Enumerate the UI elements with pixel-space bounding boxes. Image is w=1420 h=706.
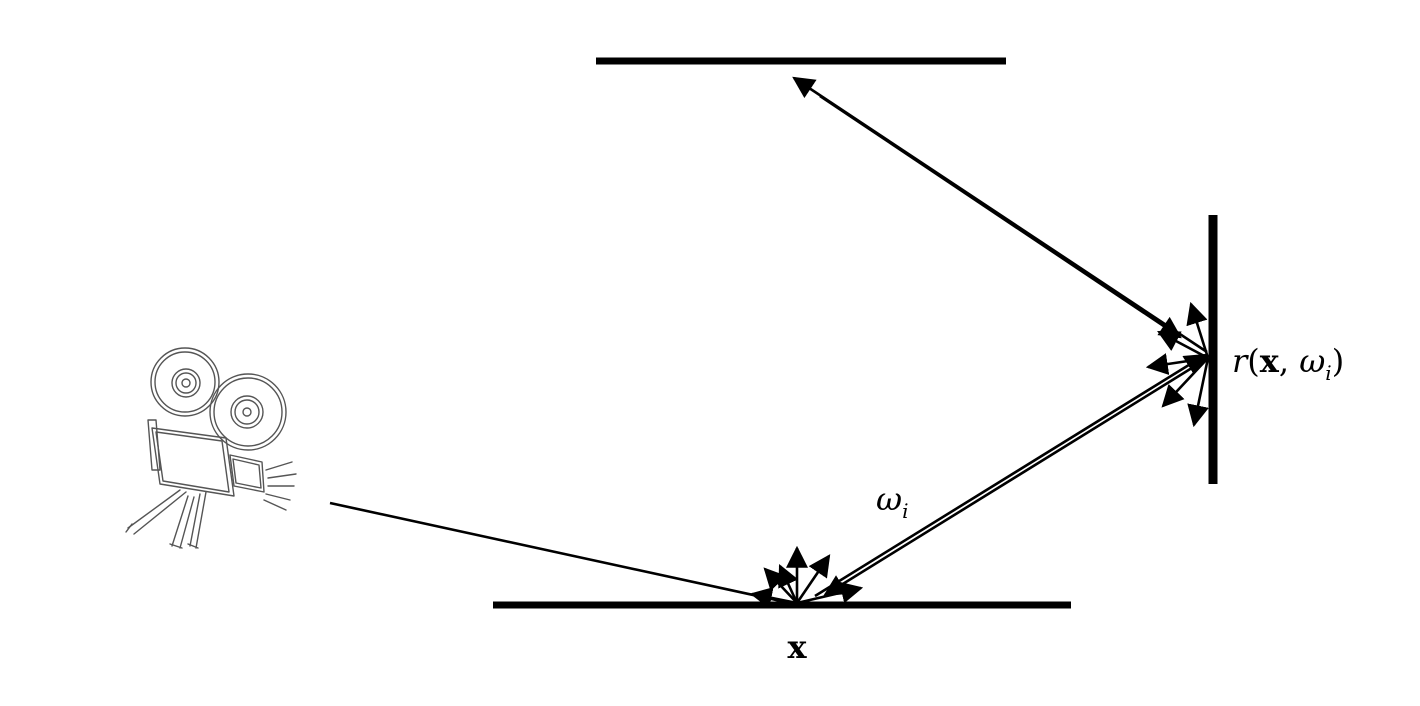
- scatter-arrow: [1145, 353, 1209, 375]
- scatter-arrow: [796, 581, 864, 605]
- ray-top-to-wall: [819, 94, 1182, 339]
- radiance-x: x: [1260, 342, 1280, 380]
- scatter-arrow: [749, 587, 798, 609]
- radiance-open-paren: (: [1247, 342, 1259, 380]
- omega-symbol: ω: [876, 480, 902, 518]
- scatter-arrow: [1157, 330, 1209, 360]
- scatter-arrow: [778, 564, 799, 604]
- movie-camera-icon: [125, 347, 297, 549]
- radiance-comma: ,: [1279, 342, 1299, 380]
- scatter-arrow: [1161, 357, 1209, 408]
- scatter-arrow: [1187, 357, 1210, 428]
- radiance-label: r(x, ωi): [1232, 342, 1344, 385]
- omega-i-label: ωi: [876, 480, 909, 523]
- point-x-label: x: [787, 628, 807, 666]
- omega-subscript: i: [902, 499, 908, 523]
- ray-x-to-wall: [814, 353, 1207, 598]
- radiance-close-paren: ): [1332, 342, 1344, 380]
- scatter-arrow: [795, 554, 831, 604]
- camera-ray: [329, 501, 791, 605]
- scatter-fan-at-wall: [1145, 301, 1210, 428]
- scatter-fan-at-x: [749, 545, 864, 609]
- radiance-r: r: [1232, 342, 1249, 380]
- ray-wall-to-x: [823, 356, 1209, 597]
- radiance-omega: ω: [1299, 342, 1325, 380]
- radiance-omega-subscript: i: [1325, 361, 1331, 385]
- scatter-arrow: [1186, 301, 1210, 359]
